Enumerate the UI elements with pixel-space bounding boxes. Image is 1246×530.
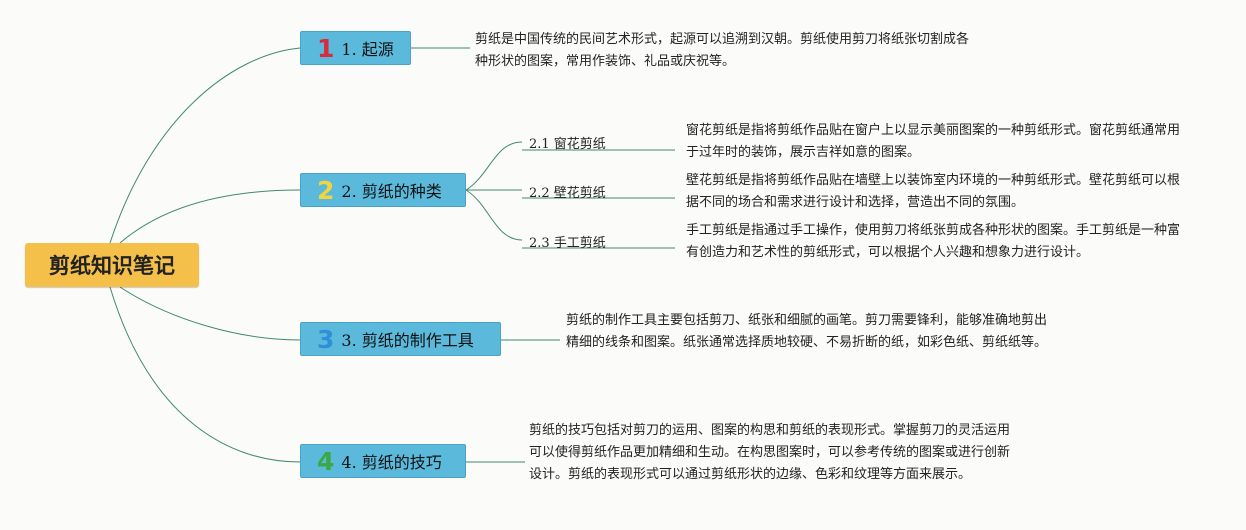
topic-note: 剪纸的技巧包括对剪刀的运用、图案的构思和剪纸的表现形式。掌握剪刀的灵活运用可以使… [529,423,1011,482]
root-node[interactable]: 剪纸知识笔记 [25,243,199,287]
topic-note: 剪纸的制作工具主要包括剪刀、纸张和细腻的画笔。剪刀需要锋利，能够准确地剪出精细的… [566,313,1048,350]
topic-note: 剪纸是中国传统的民间艺术形式，起源可以追溯到汉朝。剪纸使用剪刀将纸张切割成各种形… [475,32,970,69]
number-one-icon: 1 [317,33,335,63]
topic-label: 3. 剪纸的制作工具 [341,331,474,350]
number-two-icon: 2 [317,175,335,205]
topic-label: 2. 剪纸的种类 [341,182,442,201]
subtopic-note: 手工剪纸是指通过手工操作，使用剪刀将纸张剪成各种形状的图案。手工剪纸是一种富有创… [686,223,1181,260]
subtopic-note: 窗花剪纸是指将剪纸作品贴在窗户上以显示美丽图案的一种剪纸形式。窗花剪纸通常用于过… [686,123,1181,160]
topic-techniques[interactable]: 4 4. 剪纸的技巧 [300,444,466,478]
number-three-icon: 3 [317,324,335,354]
topic-origin[interactable]: 1 1. 起源 [300,31,411,65]
topic-tools[interactable]: 3 3. 剪纸的制作工具 [300,322,501,356]
subtopic-note: 壁花剪纸是指将剪纸作品贴在墙壁上以装饰室内环境的一种剪纸形式。壁花剪纸可以根据不… [686,173,1181,210]
number-four-icon: 4 [317,446,335,476]
topic-label: 4. 剪纸的技巧 [341,453,442,472]
subtopic-window-cutting[interactable]: 2.1 窗花剪纸 [529,137,606,152]
subtopic-handmade-cutting[interactable]: 2.3 手工剪纸 [529,236,606,251]
topic-label: 1. 起源 [341,40,394,59]
subtopic-wall-cutting[interactable]: 2.2 壁花剪纸 [529,186,606,201]
topic-types[interactable]: 2 2. 剪纸的种类 [300,173,466,207]
